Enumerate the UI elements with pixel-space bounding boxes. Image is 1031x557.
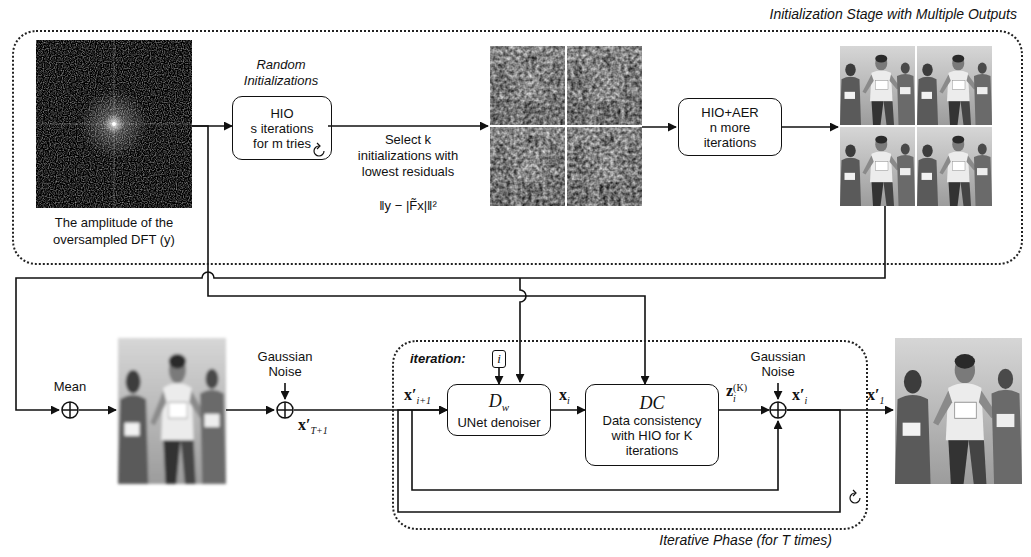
label: xi <box>559 386 570 409</box>
text-line: Initialization Stage with Multiple Outpu… <box>770 6 1017 23</box>
math-label: x′ <box>867 386 880 403</box>
node-text: D <box>489 391 502 411</box>
repeat-icon <box>850 490 860 503</box>
node-text: i <box>497 351 501 366</box>
math-label: T+1 <box>311 425 328 436</box>
sum-symbol <box>769 401 787 419</box>
label: z(K)i <box>726 382 747 404</box>
connector <box>498 368 500 384</box>
math-label: z <box>726 382 733 399</box>
wires <box>16 126 893 490</box>
arrow <box>328 125 488 127</box>
index-box: i <box>492 350 506 368</box>
sum-node: Gaussian Noise <box>276 401 294 419</box>
node-text: Iterative Phase (for T times) <box>659 532 832 548</box>
noise-arrow <box>777 383 779 399</box>
repeat-icon <box>314 143 324 156</box>
label: x′i <box>792 386 807 409</box>
label: ‖y − |F̃x|‖² <box>330 198 486 214</box>
annotation: ‖y − |F̃x|‖² <box>379 198 437 213</box>
text-line: DC <box>639 393 664 413</box>
text-line: Random Initializations <box>233 57 329 89</box>
stage-region: Initialization Stage with Multiple Outpu… <box>12 30 1023 265</box>
node-text: Random Initializations <box>244 57 318 88</box>
node-text: UNet denoiser <box>457 415 540 430</box>
arrow <box>782 126 838 128</box>
annotation: iteration: <box>410 351 466 366</box>
dft-figure: The amplitude of the oversampled DFT (y) <box>36 40 192 258</box>
text-line: UNet denoiser <box>457 415 540 430</box>
node-text: HIO <box>270 106 293 121</box>
script-stack: (K)i <box>733 382 747 404</box>
process-box: HIO+AERn more iterations <box>678 98 782 156</box>
node-text: n more iterations <box>704 120 757 150</box>
label: Select k initializations with lowest res… <box>356 132 460 180</box>
math-label: x′ <box>792 386 805 403</box>
wire <box>520 278 526 382</box>
denoiser-box: DwUNet denoiser <box>447 384 551 436</box>
annotation: Select k initializations with lowest res… <box>358 132 458 179</box>
node-text: The amplitude of the oversampled DFT (y) <box>53 215 175 247</box>
connector <box>192 126 645 384</box>
text-line: Iterative Phase (for T times) <box>659 532 832 549</box>
stage-region: Iterative Phase (for T times)iDwUNet den… <box>392 340 868 530</box>
node-text: s iterations for m tries <box>251 121 314 151</box>
math-label: 1 <box>880 395 885 406</box>
label: x′i+1 <box>404 386 431 409</box>
text-line: Data consistency with HIO for K iteratio… <box>592 413 712 458</box>
text-line: n more iterations <box>685 120 775 150</box>
sum-node: Gaussian Noise <box>769 401 787 419</box>
label: iteration: <box>410 351 466 367</box>
output-grid <box>840 46 992 206</box>
text-line: HIO <box>270 106 293 121</box>
noisy-grid <box>490 46 642 206</box>
mean-image <box>118 338 226 484</box>
node-text: Initialization Stage with Multiple Outpu… <box>770 6 1017 22</box>
text-line: Gaussian Noise <box>743 349 813 379</box>
sum-symbol <box>276 401 294 419</box>
math-label: (K) <box>733 382 747 393</box>
math-label: i <box>805 395 808 406</box>
text-line: The amplitude of the oversampled DFT (y) <box>36 214 192 248</box>
dft-image <box>36 40 192 208</box>
node-text: Gaussian Noise <box>751 349 806 379</box>
process-box: Random InitializationsHIOs iterations fo… <box>232 96 332 160</box>
skip-wire <box>412 410 778 490</box>
label: x′1 <box>867 386 885 409</box>
node-text: DC <box>639 393 664 413</box>
node-text: HIO+AER <box>701 105 758 120</box>
final-image <box>895 338 1022 484</box>
node-text: Data consistency with HIO for K iteratio… <box>603 413 702 458</box>
text-line: Dw <box>489 391 509 415</box>
math-label: i <box>567 395 570 406</box>
math-label: x′ <box>298 416 311 433</box>
node-text: Gaussian Noise <box>258 349 313 379</box>
arrow <box>79 409 116 411</box>
text-line: HIO+AER <box>701 105 758 120</box>
label: x′T+1 <box>298 416 328 439</box>
arrow <box>642 126 676 128</box>
sum-node: Mean <box>61 401 79 419</box>
sum-symbol <box>61 401 79 419</box>
node-text: Mean <box>54 379 87 394</box>
arrow <box>226 409 274 411</box>
consistency-box: DCData consistency with HIO for K iterat… <box>585 384 719 466</box>
connector <box>398 410 840 512</box>
noise-arrow <box>284 383 286 399</box>
math-label: i+1 <box>417 395 432 406</box>
math-label: i <box>733 393 747 404</box>
text-line: s iterations for m tries <box>239 121 325 151</box>
connector <box>551 409 585 411</box>
text-line: i <box>497 352 501 366</box>
math-label: x <box>559 386 567 403</box>
wire <box>16 206 885 410</box>
text-line: Mean <box>31 379 109 395</box>
math-label: x′ <box>404 386 417 403</box>
node-text: w <box>502 401 509 413</box>
text-line: Gaussian Noise <box>250 349 320 379</box>
connector <box>719 409 769 411</box>
